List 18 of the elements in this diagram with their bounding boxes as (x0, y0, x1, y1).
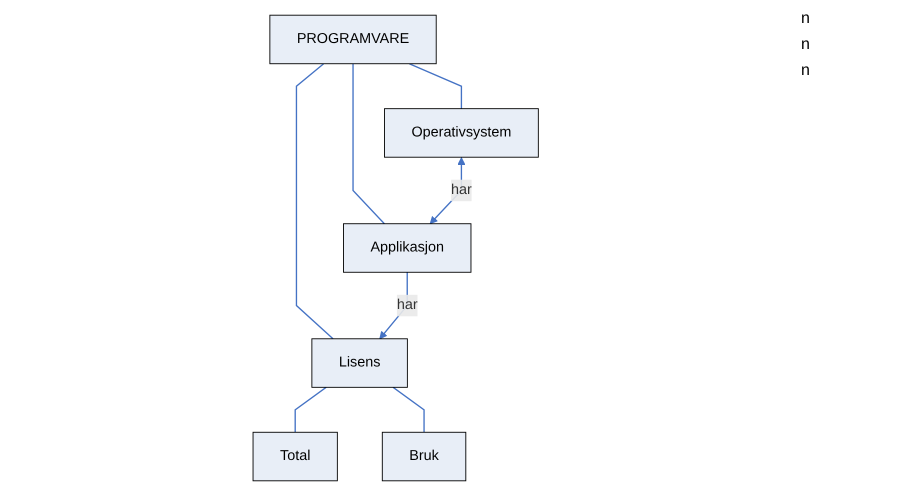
node-box: Bruk (382, 432, 466, 482)
connector (294, 386, 326, 432)
cardinality-label: n (801, 62, 811, 80)
connector (352, 64, 385, 224)
connector (408, 63, 462, 109)
node-box: Applikasjon (342, 223, 472, 273)
arrow (379, 272, 408, 340)
node-box: Lisens (311, 338, 408, 388)
node-box: Operativsystem (384, 108, 539, 158)
cardinality-label: n (801, 36, 811, 54)
arrow (430, 157, 466, 224)
edge-label: har (396, 297, 418, 313)
connector (392, 386, 425, 432)
node-box: Total (252, 432, 338, 482)
connector (296, 63, 334, 340)
edge-label: har (450, 182, 472, 198)
node-box: PROGRAMVARE (269, 14, 436, 64)
cardinality-label: n (801, 10, 811, 28)
